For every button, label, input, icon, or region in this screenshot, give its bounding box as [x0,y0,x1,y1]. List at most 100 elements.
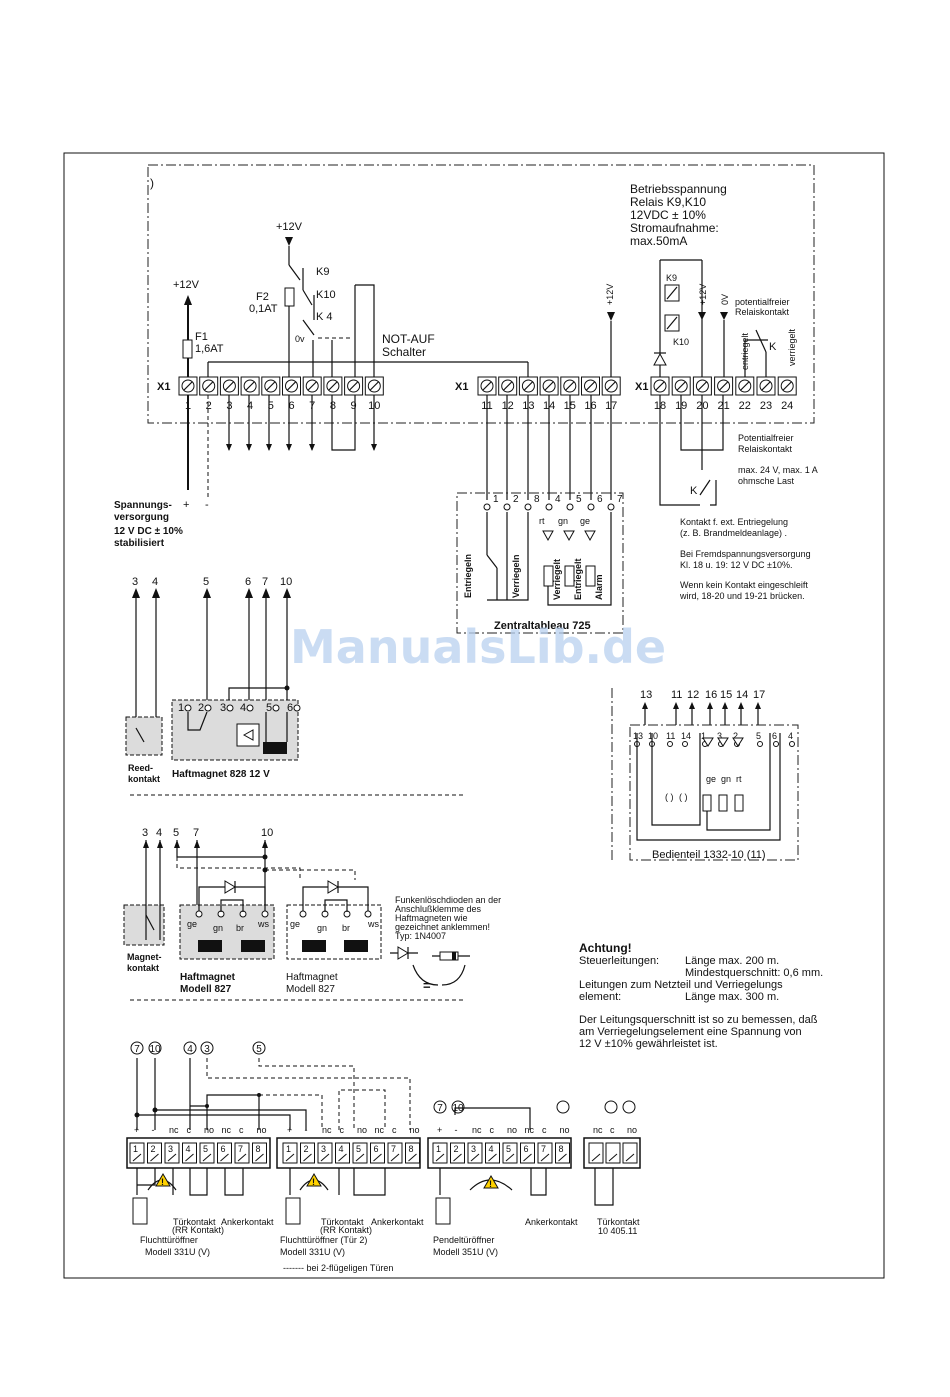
magnet827-wires-a: ge gn br ws [187,880,269,952]
svg-text:Potentialfreier: Potentialfreier [738,433,794,443]
svg-text:Verriegeln: Verriegeln [511,554,521,598]
strip-a-number: 8 [330,400,336,412]
control-unit-box [147,164,815,424]
svg-text:3: 3 [132,576,138,588]
screw-slot [540,1153,550,1162]
svg-text:potentialfreier: potentialfreier [735,297,790,307]
block-terminal [335,1142,350,1164]
screw-slot [328,381,338,391]
screw-slot [470,1153,480,1162]
haft828-pin-number: 3 [220,702,226,714]
svg-text:wird, 18-20 und 19-21 brücken.: wird, 18-20 und 19-21 brücken. [679,591,805,601]
block-pin-number: 4 [489,1144,494,1154]
contact-label: - [305,1125,308,1135]
circled-number [183,1041,197,1055]
circled-number [433,1100,447,1114]
strip-c-number: 24 [781,400,793,412]
screw-slot [167,1153,177,1162]
svg-text:max. 24 V, max. 1 A: max. 24 V, max. 1 A [738,465,818,475]
svg-text:gn: gn [721,774,731,784]
zentral-pin-number: 5 [576,494,582,505]
block-terminal [432,1142,448,1164]
svg-text:kontakt: kontakt [128,774,160,784]
block-terminal [182,1142,197,1164]
svg-text:Haftmagneten wie: Haftmagneten wie [395,913,468,923]
bedienteil-box [629,724,799,861]
svg-text:Mindestquerschnitt: 0,6 mm.: Mindestquerschnitt: 0,6 mm. [685,967,823,979]
svg-text:6: 6 [245,576,251,588]
svg-text:Entriegeln: Entriegeln [463,554,473,598]
watermark: ManualsLib.de [290,620,666,674]
bottom-wiring [134,1058,411,1130]
svg-text:Der Leitungsquerschnitt ist so: Der Leitungsquerschnitt ist so zu bemess… [579,1014,818,1026]
zentraltableau-box [456,492,624,634]
contact-label: nc [593,1125,603,1135]
circled-number [130,1041,144,1055]
haft828-numbers: 5 6 7 10 [203,576,292,588]
screw-slot [237,1153,247,1162]
contact-label: no [560,1125,570,1135]
contact-label: nc [375,1125,385,1135]
svg-text:ws: ws [367,919,379,929]
contact-label: c [490,1125,495,1135]
bedienteil-pin-number: 11 [666,731,675,741]
block-pin-number: 2 [454,1144,459,1154]
zentraltableau-components: Entriegeln Verriegeln rt gn ge Verriegel… [463,512,612,606]
screw-slot [390,1153,400,1162]
svg-text:Länge max. 200 m.: Länge max. 200 m. [685,955,779,967]
magnet827-top-number: 5 [173,827,179,839]
contact-label: + [437,1125,442,1135]
not-auf-label: NOT-AUF [382,332,435,346]
block-terminal [199,1142,215,1164]
reed-contact [125,716,163,756]
haft828-pin [272,704,280,712]
screw-slot [586,381,595,391]
zentral-pin-number: 7 [617,494,623,505]
strip-a-outputs [187,395,377,500]
block-pin-number: 7 [541,1144,546,1154]
strip-b-outputs [486,395,612,500]
svg-text:12 V DC ± 10%: 12 V DC ± 10% [114,526,183,537]
block-pin-number: 8 [256,1144,261,1154]
circled-number [200,1041,214,1055]
relay-note: Potentialfreier Relaiskontakt max. 24 V,… [738,433,818,486]
contact-label: c [340,1125,345,1135]
block-pin-number: 8 [559,1144,564,1154]
svg-text:Kl. 18 u. 19: 12 V DC ±10%.: Kl. 18 u. 19: 12 V DC ±10%. [680,560,793,570]
zentral-pin-number: 4 [555,494,561,505]
contact-label: nc [169,1125,179,1135]
contact-label: c [392,1125,397,1135]
block-pin-number: 4 [186,1144,191,1154]
screw-slot [307,381,317,391]
svg-text:Alarm: Alarm [594,574,604,600]
block-terminal [520,1142,535,1164]
svg-text:Entriegelt: Entriegelt [573,558,583,600]
block-pin-number: 6 [524,1144,529,1154]
svg-text:Ankerkontakt: Ankerkontakt [525,1217,578,1227]
block-terminal [234,1142,250,1164]
svg-text:(RR Kontakt): (RR Kontakt) [320,1225,372,1235]
zentraltableau-title: Zentraltableau 725 [494,620,591,632]
svg-text:gn: gn [317,923,327,933]
svg-text:Steuerleitungen:: Steuerleitungen: [579,955,659,967]
haft828-pin-number: 4 [240,702,246,714]
svg-text:max.50mA: max.50mA [630,234,687,248]
supply-note: Spannungs- versorgung 12 V DC ± 10% stab… [114,500,183,549]
svg-text:stabilisiert: stabilisiert [114,538,165,549]
empty-circle [604,1100,618,1114]
bedienteil-pin-number: 2 [733,731,738,741]
bedienteil-pin-number: 3 [717,731,722,741]
strip-c-number: 23 [760,400,772,412]
contact-label: nc [222,1125,232,1135]
block-3-components: ! Pendeltüröffner Modell 351U (V) Ankerk… [433,1107,578,1257]
svg-text:Leitungen zum Netzteil und Ver: Leitungen zum Netzteil und Verriegelungs [579,979,783,991]
screw-slot [373,1153,382,1162]
svg-text:Verriegelt: Verriegelt [552,559,562,600]
svg-text:K: K [769,341,777,353]
svg-text:=: = [423,978,431,993]
screw-slot [606,381,616,391]
svg-text:): ) [150,176,154,190]
svg-text:+: + [183,499,189,511]
